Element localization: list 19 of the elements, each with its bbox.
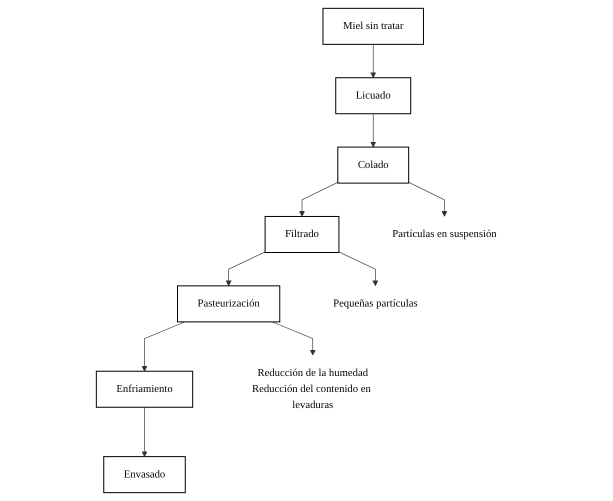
arrow <box>370 44 376 78</box>
node-box: Pasteurización <box>177 285 280 322</box>
arrow <box>338 252 378 286</box>
node-box: Envasado <box>103 456 186 494</box>
node-box: Colado <box>337 146 410 184</box>
node-box: Enfriamiento <box>96 370 194 408</box>
arrow <box>272 322 316 356</box>
arrow <box>408 182 448 217</box>
arrow <box>142 406 148 457</box>
node-text: Partículas en suspensión <box>392 228 497 240</box>
arrow <box>370 113 376 148</box>
node-box: Licuado <box>335 77 412 114</box>
arrow <box>299 182 338 217</box>
arrow <box>142 322 186 372</box>
arrow <box>226 252 266 286</box>
node-text: Reducción de la humedad Reducción del contenido en levaduras <box>252 367 371 411</box>
node-text: Pequeñas partículas <box>333 298 418 310</box>
node-box: Filtrado <box>264 216 340 253</box>
node-box: Miel sin tratar <box>322 8 424 45</box>
